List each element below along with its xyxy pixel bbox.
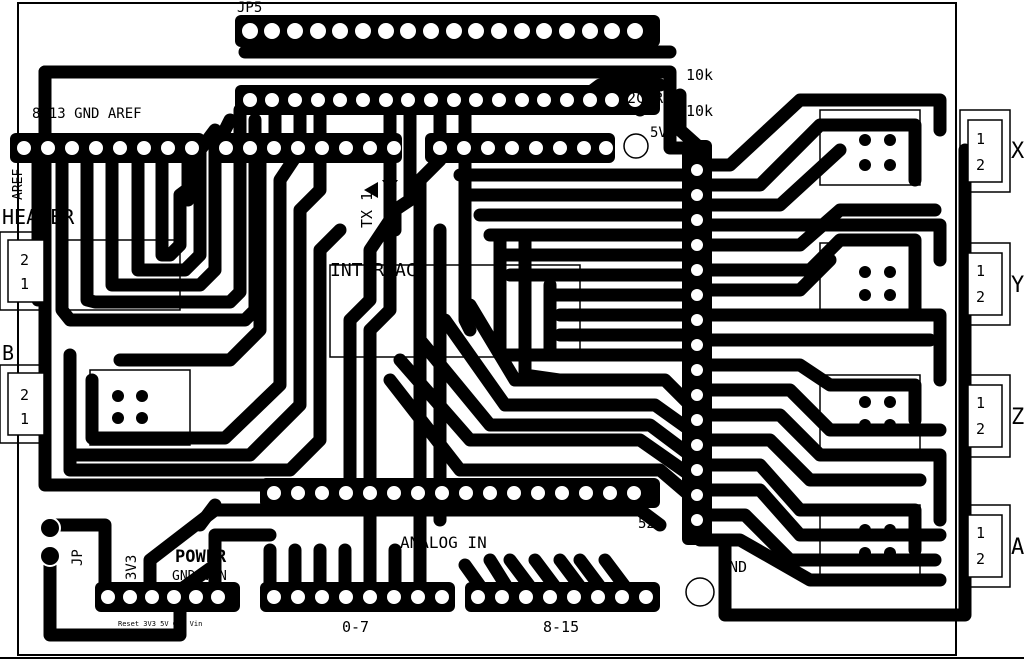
label-rx0: RX 0 xyxy=(382,174,400,210)
connector-b xyxy=(0,364,191,446)
connector-y xyxy=(819,242,1011,326)
header-bottom-digital xyxy=(260,478,660,508)
label-x: X xyxy=(1011,139,1024,164)
label-jp5: JP5 xyxy=(237,0,262,16)
label-interface: INTERFACE xyxy=(330,260,428,281)
cluster-z xyxy=(859,396,896,431)
pin-heater-1: 1 xyxy=(20,275,29,293)
header-bottom-power xyxy=(95,582,240,612)
label-tx1: TX 1 xyxy=(358,192,376,228)
pin-a-2: 2 xyxy=(976,550,985,568)
silkscreen-labels: JP5 8 13 GND AREF HEATER INTERFACE B JP … xyxy=(2,0,1024,636)
connector-pad-clusters xyxy=(112,134,896,559)
cluster-b xyxy=(112,390,148,424)
header-left-row xyxy=(10,133,615,163)
interface-outline xyxy=(329,264,581,358)
label-reset-small: Reset 3V3 5V GND Vin xyxy=(118,620,202,628)
pin-heater-2: 2 xyxy=(20,251,29,269)
pin-a-1: 1 xyxy=(976,524,985,542)
label-5v: 5V xyxy=(650,125,667,141)
label-gnd-vin: GND VIN xyxy=(172,569,227,584)
label-0-7: 0-7 xyxy=(342,618,369,636)
label-b: B xyxy=(2,341,14,365)
label-3v3: 3V3 xyxy=(124,555,140,580)
label-a: A xyxy=(1011,535,1024,560)
connector-heater xyxy=(0,231,51,311)
pin-x-2: 2 xyxy=(976,156,985,174)
cluster-y xyxy=(859,266,896,301)
heater-outline xyxy=(59,239,181,311)
pin-z-2: 2 xyxy=(976,420,985,438)
tx-rx-arrows xyxy=(364,180,398,198)
label-i2c: I2C R2 xyxy=(618,89,672,107)
pin-x-1: 1 xyxy=(976,130,985,148)
label-10k-a: 10k xyxy=(686,66,713,84)
board-outline xyxy=(17,2,957,656)
cluster-x xyxy=(859,134,896,171)
label-power: POWER xyxy=(175,547,227,567)
label-gnd: GND xyxy=(720,558,747,576)
header-row2 xyxy=(235,85,660,115)
header-bottom-analog xyxy=(260,582,660,612)
pin-b-2: 2 xyxy=(20,386,29,404)
pad-rows xyxy=(10,15,712,612)
header-right-vertical xyxy=(682,140,712,545)
label-analog: ANALOG IN xyxy=(400,533,487,552)
label-y: Y xyxy=(1011,273,1024,298)
pin-b-1: 1 xyxy=(20,410,29,428)
label-8-15: 8-15 xyxy=(543,618,579,636)
pin-z-1: 1 xyxy=(976,394,985,412)
label-jp: JP xyxy=(70,549,86,566)
connector-z xyxy=(819,374,1011,458)
mounting-holes xyxy=(623,133,715,607)
label-aref-row: 8 13 GND AREF xyxy=(32,106,142,122)
connector-x xyxy=(819,109,1011,193)
label-z: Z xyxy=(1011,405,1024,430)
pin-y-1: 1 xyxy=(976,262,985,280)
header-jp5-top xyxy=(235,15,660,47)
connector-a xyxy=(819,504,1011,588)
copper-traces xyxy=(31,45,972,642)
connectors xyxy=(0,109,1011,588)
cluster-a xyxy=(859,524,896,559)
label-10k-b: 10k xyxy=(686,102,713,120)
pad-jp-1 xyxy=(39,517,61,539)
label-heater: HEATER xyxy=(2,205,75,229)
label-aref-side: AREF xyxy=(11,169,26,200)
pad-jp-2 xyxy=(39,545,61,567)
pin-y-2: 2 xyxy=(976,288,985,306)
label-52: 52 xyxy=(638,516,655,532)
label-53: 53 xyxy=(679,416,694,432)
